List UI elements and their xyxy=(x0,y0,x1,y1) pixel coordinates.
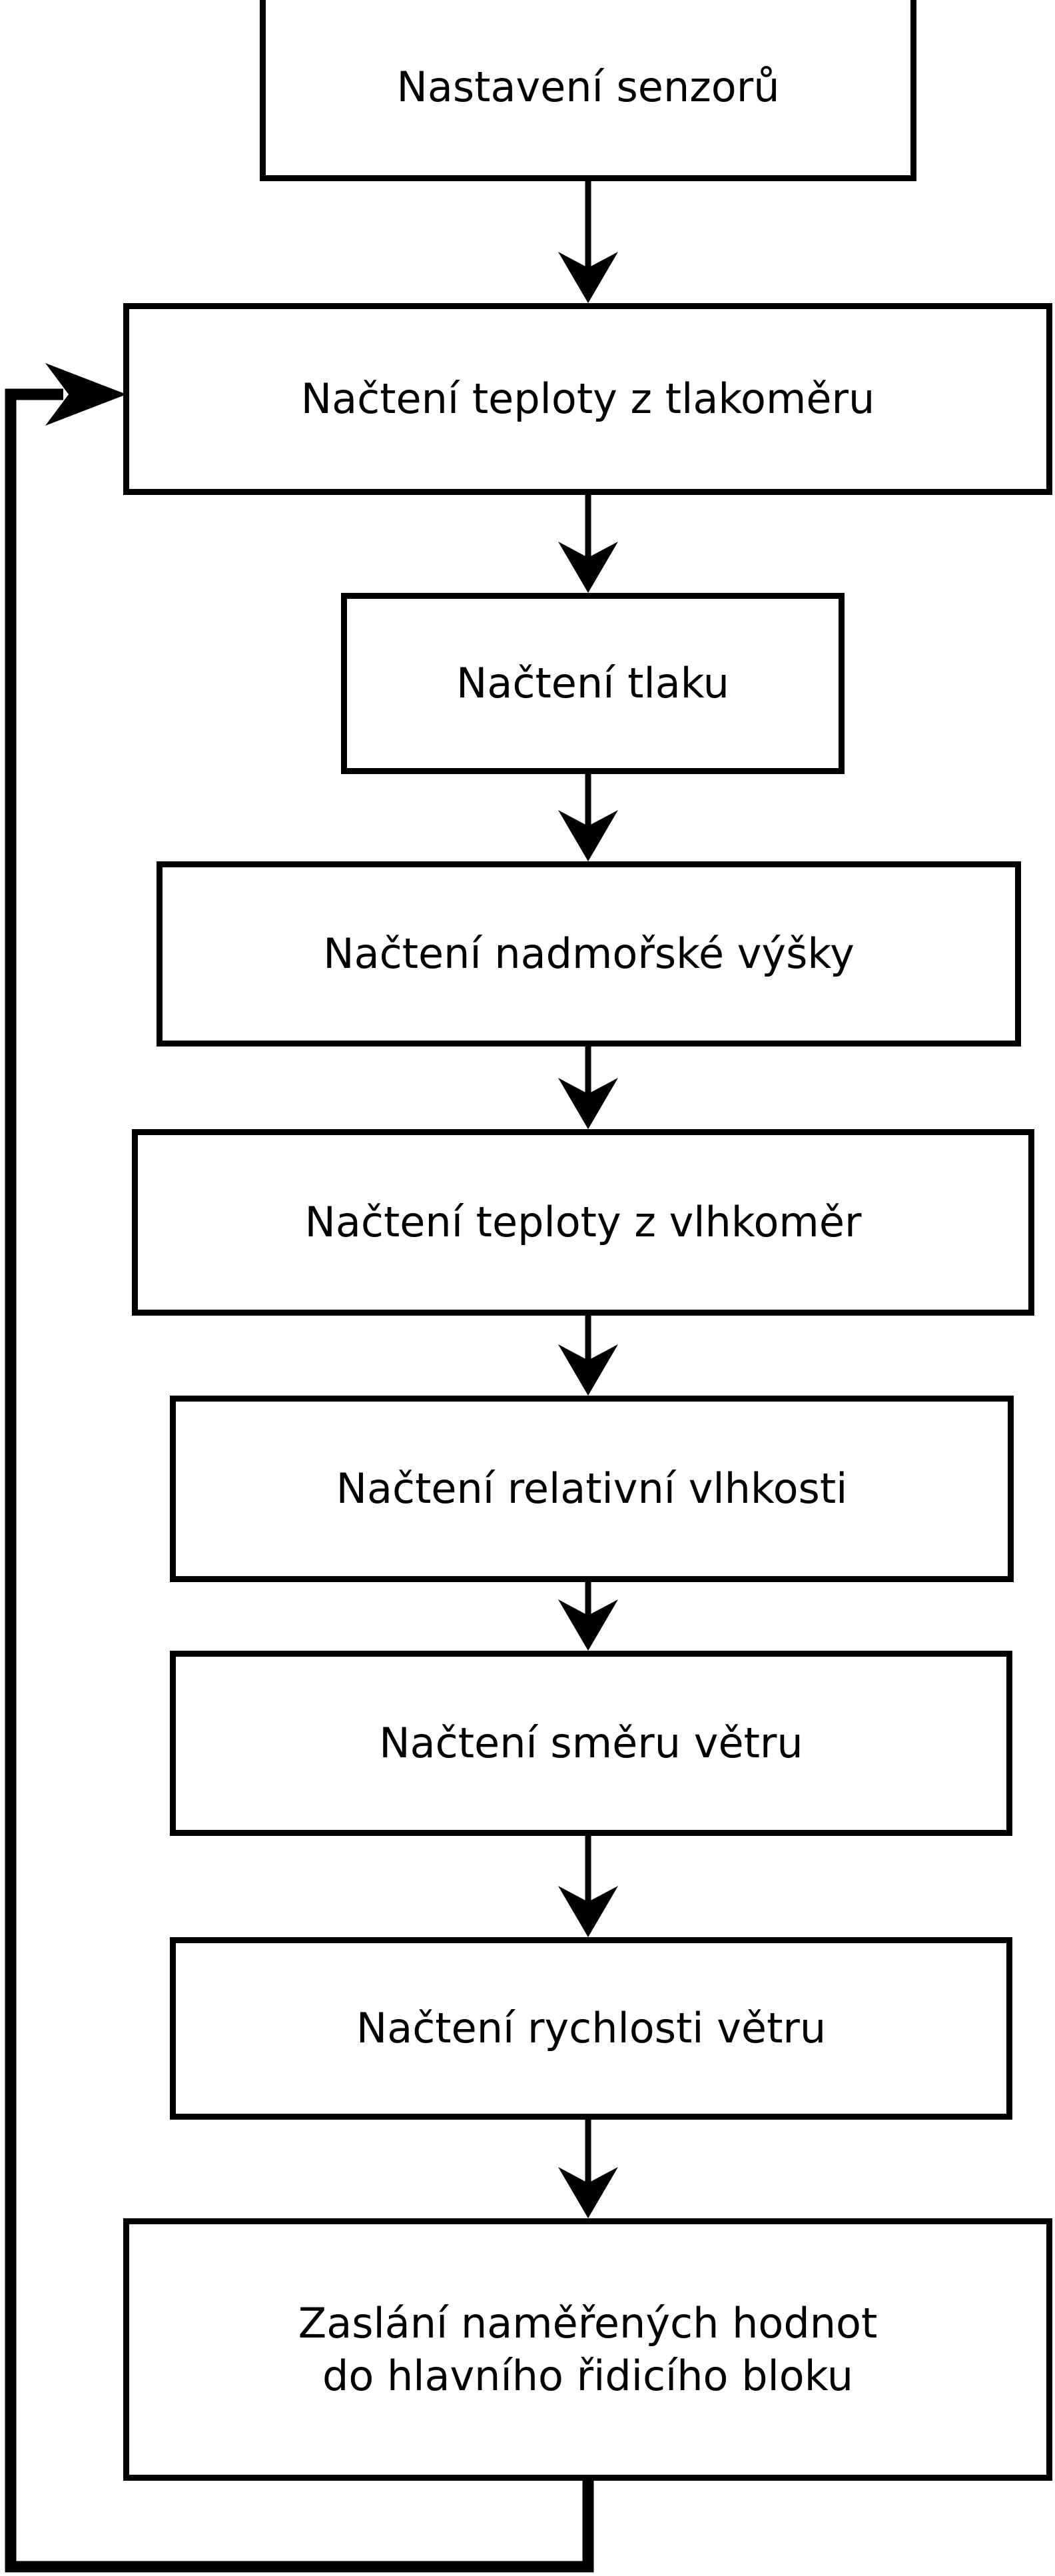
edge-n6-n7 xyxy=(558,1582,618,1651)
edge-n1-n2 xyxy=(558,181,618,303)
edge-feedback-loop xyxy=(5,363,594,2573)
flow-node-label: Načtení rychlosti větru xyxy=(356,2004,827,2053)
edge-n7-n8 xyxy=(558,1836,618,1937)
flow-node-label: Načtení teploty z vlhkoměr xyxy=(304,1198,862,1247)
flow-node-nacteni-relativni-vlhkosti[interactable]: Načtení relativní vlhkosti xyxy=(170,1396,1014,1582)
edge-n2-n3 xyxy=(558,495,618,593)
flow-node-label: Načtení směru větru xyxy=(379,1719,803,1768)
flow-node-nacteni-tlaku[interactable]: Načtení tlaku xyxy=(341,593,845,774)
flow-node-nacteni-nadmorske-vysky[interactable]: Načtení nadmořské výšky xyxy=(157,861,1021,1047)
edge-n5-n6 xyxy=(558,1316,618,1396)
flow-node-nacteni-smeru-vetru[interactable]: Načtení směru větru xyxy=(170,1651,1012,1836)
flow-node-label: Nastavení senzorů xyxy=(396,63,780,112)
edge-n3-n4 xyxy=(558,774,618,861)
flow-node-nacteni-teploty-tlakomer[interactable]: Načtení teploty z tlakoměru xyxy=(123,303,1052,495)
flow-node-nacteni-teploty-vlhkomer[interactable]: Načtení teploty z vlhkoměr xyxy=(132,1129,1034,1316)
flow-node-label: Načtení nadmořské výšky xyxy=(323,929,855,979)
edge-n8-n9 xyxy=(558,2120,618,2218)
flow-node-label: Načtení relativní vlhkosti xyxy=(336,1464,848,1513)
flow-node-zaslani-namerenych-hodnot[interactable]: Zaslání naměřených hodnot do hlavního ři… xyxy=(123,2218,1052,2481)
flow-node-label: Zaslání naměřených hodnot do hlavního ři… xyxy=(298,2298,878,2400)
flow-node-label: Načtení tlaku xyxy=(456,659,729,708)
flow-node-nacteni-rychlosti-vetru[interactable]: Načtení rychlosti větru xyxy=(170,1937,1012,2120)
edge-n4-n5 xyxy=(558,1047,618,1129)
flow-node-label: Načtení teploty z tlakoměru xyxy=(300,374,875,424)
flow-node-nastaveni-senzoru[interactable]: Nastavení senzorů xyxy=(260,0,916,181)
